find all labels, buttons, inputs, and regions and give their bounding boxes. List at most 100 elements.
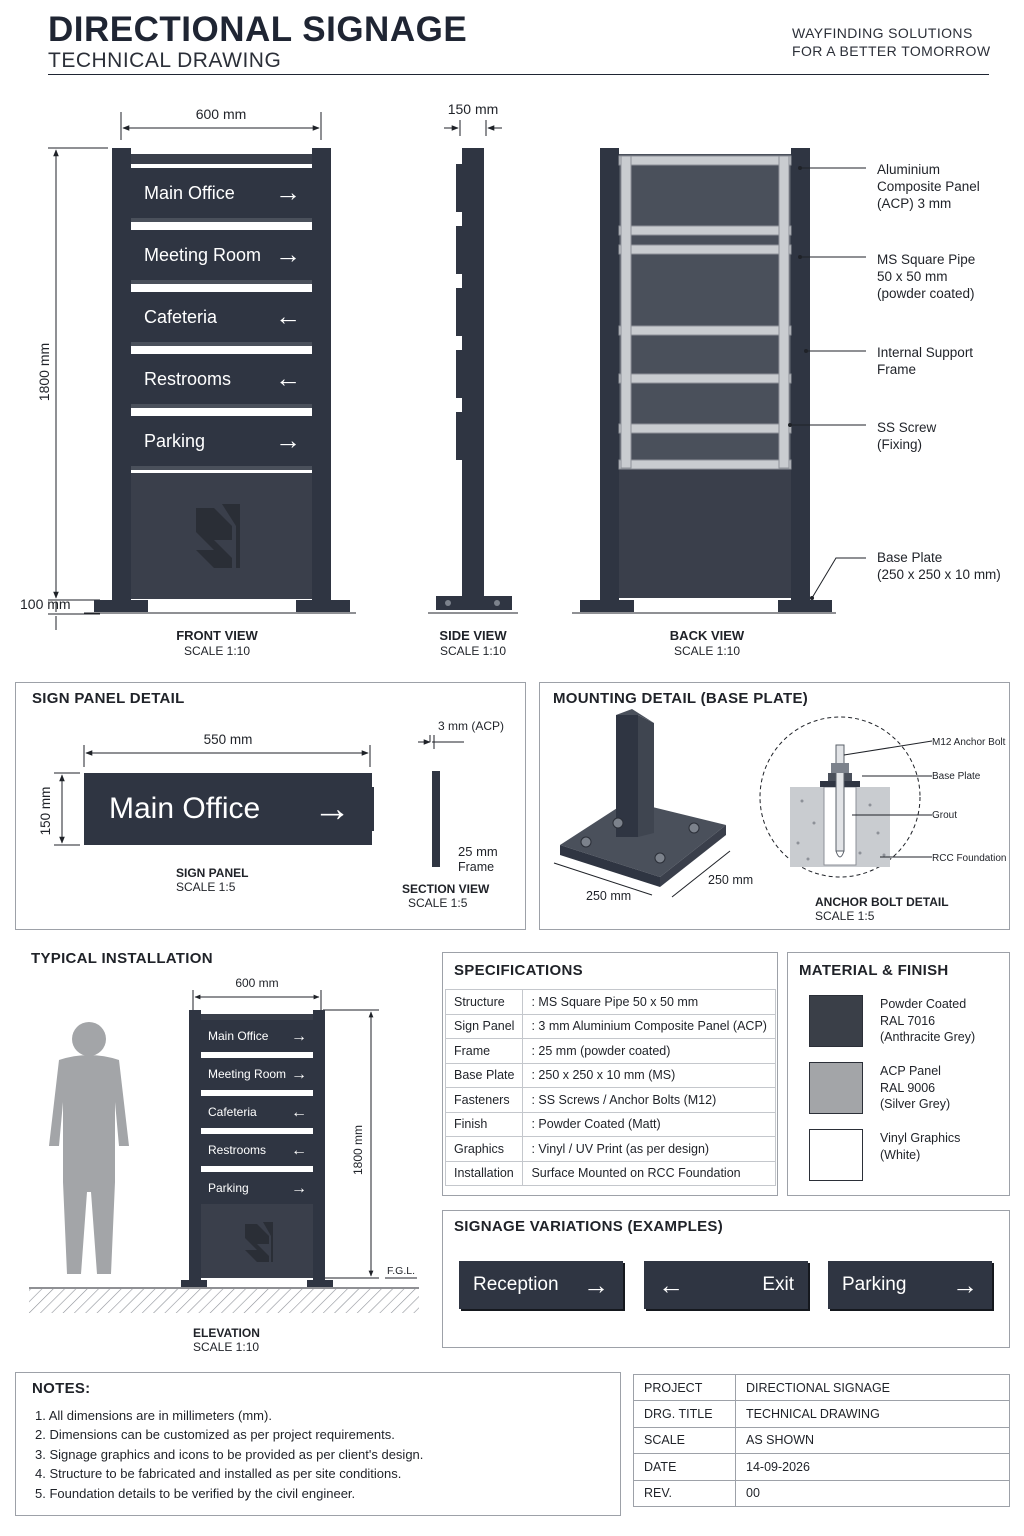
material-swatch bbox=[809, 1062, 863, 1114]
callout-ss-screw: SS Screw(Fixing) bbox=[877, 419, 936, 453]
back-view-caption: BACK VIEW SCALE 1:10 bbox=[607, 628, 807, 658]
typical-installation-box: TYPICAL INSTALLATION 600 mm 1800 mm Main bbox=[15, 942, 429, 1354]
front-sign-panel: Main Office→ bbox=[131, 168, 312, 222]
spec-key: Structure bbox=[444, 989, 524, 1015]
specifications-title: SPECIFICATIONS bbox=[454, 962, 583, 979]
front-sign-arrow: → bbox=[275, 177, 301, 207]
front-height-dim: 1800 mm bbox=[36, 343, 52, 401]
front-view-label: FRONT VIEW bbox=[176, 628, 258, 643]
title-block-value: DIRECTIONAL SIGNAGE bbox=[735, 1373, 1010, 1402]
spec-key: Fasteners bbox=[444, 1087, 524, 1113]
spec-value: : Vinyl / UV Print (as per design) bbox=[522, 1136, 776, 1162]
panel-caption-label: SIGN PANEL bbox=[176, 866, 249, 880]
spec-value: : Powder Coated (Matt) bbox=[522, 1111, 776, 1137]
callout-line: (Fixing) bbox=[877, 437, 923, 452]
spec-key: Frame bbox=[444, 1038, 524, 1064]
callout-base-plate: Base Plate(250 x 250 x 10 mm) bbox=[877, 549, 1001, 583]
install-sign-text: Cafeteria bbox=[208, 1105, 257, 1119]
back-view-label: BACK VIEW bbox=[669, 628, 745, 643]
callout-line: (powder coated) bbox=[877, 286, 975, 301]
section-caption: SECTION VIEW SCALE 1:5 bbox=[402, 882, 489, 910]
title-block-key: DRG. TITLE bbox=[633, 1400, 736, 1428]
install-sign-text: Parking bbox=[208, 1181, 249, 1195]
variations-title: SIGNAGE VARIATIONS (EXAMPLES) bbox=[454, 1218, 723, 1235]
note-item: 4. Structure to be fabricated and instal… bbox=[35, 1466, 402, 1482]
install-sign-arrow: ← bbox=[291, 1104, 307, 1121]
install-sign-stack: Main Office→Meeting Room→Cafeteria←Restr… bbox=[201, 1020, 313, 1204]
bolt-label-grout: Grout bbox=[932, 810, 957, 821]
spec-row: Frame: 25 mm (powder coated) bbox=[444, 1038, 776, 1064]
notes-title: NOTES: bbox=[32, 1380, 91, 1397]
side-view-caption: SIDE VIEW SCALE 1:10 bbox=[373, 628, 573, 658]
spec-key: Graphics bbox=[444, 1136, 524, 1162]
material-item: Vinyl Graphics(White) bbox=[809, 1129, 975, 1196]
title-block-key: SCALE bbox=[633, 1426, 736, 1455]
sign-panel-detail-box: SIGN PANEL DETAIL 550 mm 150 mm Main Off… bbox=[15, 682, 526, 930]
front-view-caption: FRONT VIEW SCALE 1:10 bbox=[117, 628, 317, 658]
anchor-bolt-caption-label: ANCHOR BOLT DETAIL bbox=[815, 895, 949, 909]
drawing-title: DIRECTIONAL SIGNAGE bbox=[48, 10, 468, 49]
front-sign-panel: Restrooms← bbox=[131, 354, 312, 408]
back-view-scale: SCALE 1:10 bbox=[673, 644, 741, 658]
header-rule bbox=[48, 74, 989, 75]
panel-caption: SIGN PANEL SCALE 1:5 bbox=[176, 866, 248, 894]
title-block-value: AS SHOWN bbox=[735, 1426, 1010, 1455]
front-sign-arrow: → bbox=[275, 425, 301, 455]
bolt-label-plate: Base Plate bbox=[932, 771, 981, 782]
front-sign-text: Cafeteria bbox=[144, 307, 218, 327]
installation-drawing: 600 mm 1800 mm Main Office→Meeting Room→… bbox=[29, 976, 419, 1313]
specifications-box: SPECIFICATIONS Structure: MS Square Pipe… bbox=[442, 952, 778, 1196]
material-line: Vinyl Graphics bbox=[880, 1131, 961, 1145]
spec-row: Finish: Powder Coated (Matt) bbox=[444, 1111, 776, 1137]
section-frame-label: Frame bbox=[458, 860, 494, 874]
anchor-bolt-caption: ANCHOR BOLT DETAIL SCALE 1:5 bbox=[815, 895, 949, 923]
note-item: 3. Signage graphics and icons to be prov… bbox=[35, 1446, 424, 1462]
spec-value: : SS Screws / Anchor Bolts (M12) bbox=[522, 1087, 776, 1113]
side-depth-dim: 150 mm bbox=[448, 101, 499, 117]
install-sign-arrow: ← bbox=[291, 1142, 307, 1159]
fgl-label: F.G.L. bbox=[387, 1265, 415, 1277]
panel-sign-text: Main Office bbox=[109, 792, 260, 825]
elevation-views: 600 mm 1800 mm 100 mm Main Office→Meetin… bbox=[20, 101, 866, 630]
front-sign-text: Restrooms bbox=[144, 369, 231, 389]
bolt-label-rcc: RCC Foundation bbox=[932, 853, 1006, 864]
install-width-dim: 600 mm bbox=[235, 976, 278, 990]
elevation-caption-label: ELEVATION bbox=[193, 1326, 260, 1340]
material-line: RAL 7016 bbox=[880, 1013, 936, 1028]
mounting-detail-box: MOUNTING DETAIL (BASE PLATE) 250 mm 250 … bbox=[539, 682, 1010, 930]
spec-value: : MS Square Pipe 50 x 50 mm bbox=[522, 989, 776, 1015]
note-item: 1. All dimensions are in millimeters (mm… bbox=[35, 1408, 272, 1423]
materials-title: MATERIAL & FINISH bbox=[799, 962, 949, 979]
variation-sign-arrow: → bbox=[952, 1269, 978, 1300]
side-view-scale: SCALE 1:10 bbox=[439, 644, 507, 658]
sign-panel-drawing: 550 mm 150 mm Main Office → 3 mm (ACP) 2… bbox=[38, 719, 504, 874]
install-height-dim: 1800 mm bbox=[351, 1125, 365, 1175]
company-tagline: WAYFINDING SOLUTIONS FOR A BETTER TOMORR… bbox=[792, 24, 990, 60]
callout-line: (ACP) 3 mm bbox=[877, 196, 952, 211]
variation-sign-text: Exit bbox=[762, 1274, 794, 1295]
install-sign-panel: Meeting Room→ bbox=[201, 1058, 313, 1090]
plate-dim-b: 250 mm bbox=[708, 873, 753, 887]
elevation-caption-scale: SCALE 1:10 bbox=[193, 1340, 260, 1354]
material-line: (Anthracite Grey) bbox=[880, 1030, 976, 1044]
callout-line: MS Square Pipe bbox=[877, 252, 976, 267]
title-block-value: 14-09-2026 bbox=[735, 1453, 1010, 1481]
brand-logo-mark bbox=[196, 504, 240, 568]
front-sign-arrow: ← bbox=[275, 301, 301, 331]
notes-list: 1. All dimensions are in millimeters (mm… bbox=[35, 1406, 423, 1503]
section-frame-dim: 25 mm bbox=[458, 844, 498, 859]
material-swatch bbox=[809, 1129, 863, 1181]
front-sign-arrow: → bbox=[275, 239, 301, 269]
spec-key: Finish bbox=[444, 1111, 524, 1137]
install-sign-panel: Cafeteria ← bbox=[201, 1096, 313, 1128]
spec-value: : 250 x 250 x 10 mm (MS) bbox=[522, 1062, 776, 1088]
